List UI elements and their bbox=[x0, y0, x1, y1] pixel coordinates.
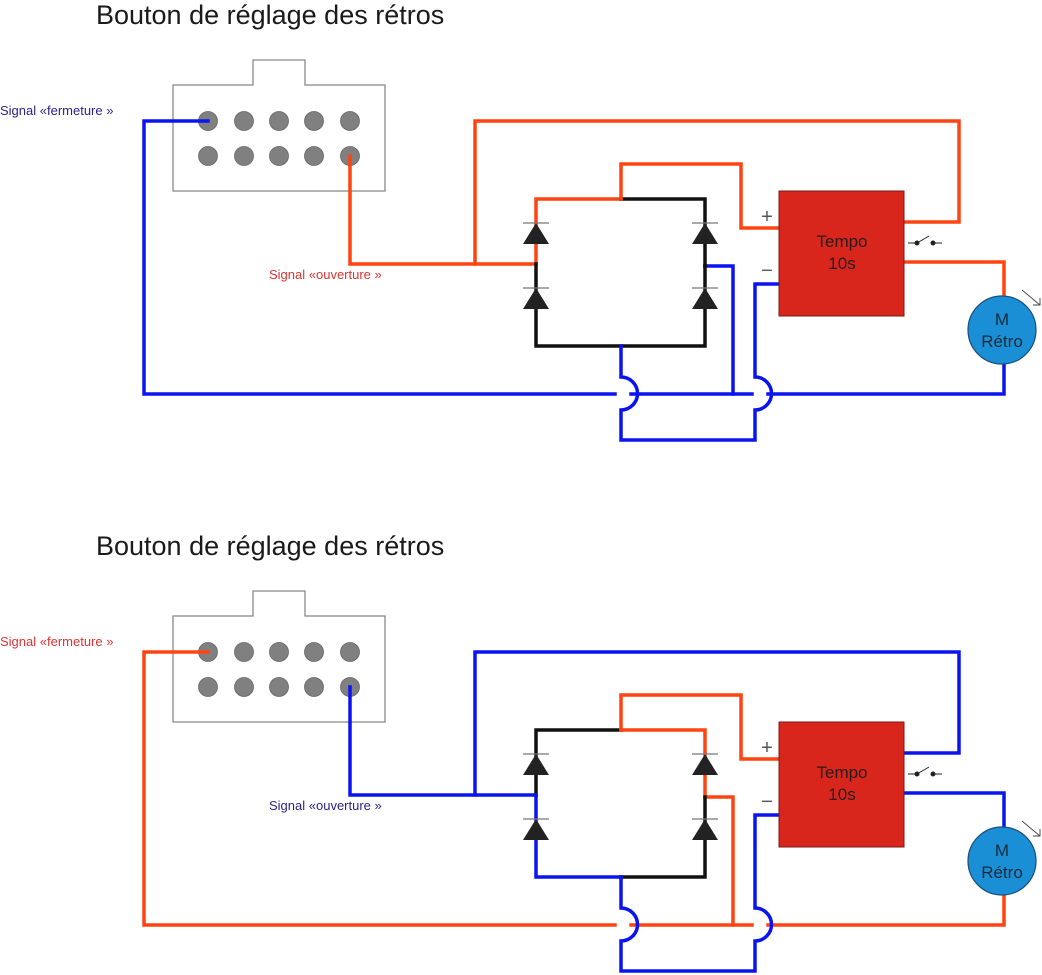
connector-pin bbox=[340, 642, 360, 662]
connector-pin bbox=[198, 677, 218, 697]
minus-sign: − bbox=[761, 791, 773, 813]
wire-bridge-to-tempo-minus bbox=[619, 813, 781, 973]
plus-sign: + bbox=[761, 737, 773, 759]
bridge-top-left bbox=[534, 197, 623, 266]
wire-bridge-to-tempo-plus bbox=[619, 693, 781, 761]
wire-fermeture bbox=[142, 119, 617, 396]
diode-icon bbox=[523, 222, 549, 244]
bridge-top-right bbox=[619, 197, 707, 268]
diagram-title: Bouton de réglage des rétros bbox=[96, 0, 444, 30]
diode-icon bbox=[692, 222, 718, 244]
bridge-bottom-right bbox=[619, 264, 707, 348]
wire-bridge-right-to-bottom bbox=[703, 795, 735, 927]
motor-label: M bbox=[995, 310, 1009, 329]
switch-icon bbox=[908, 766, 942, 777]
tempo-duration: 10s bbox=[828, 254, 855, 273]
connector-pin bbox=[234, 111, 254, 131]
connector-pin bbox=[269, 146, 289, 166]
tempo-label: Tempo bbox=[816, 232, 867, 251]
connector-pin bbox=[234, 677, 254, 697]
motor-circle bbox=[967, 295, 1037, 365]
motor-label: M bbox=[995, 841, 1009, 860]
connector-pin bbox=[234, 642, 254, 662]
diode-icon bbox=[523, 287, 549, 309]
signal-fermeture-label: Signal «fermeture » bbox=[0, 634, 113, 649]
wire-tempo-to-motor bbox=[904, 791, 1006, 831]
wire-bridge-to-tempo-minus bbox=[619, 282, 781, 442]
wire-ouverture-to-switch bbox=[473, 650, 961, 797]
connector-pin bbox=[234, 146, 254, 166]
rotation-arrow-icon bbox=[1021, 820, 1041, 837]
signal-fermeture-label: Signal «fermeture » bbox=[0, 103, 113, 118]
diode-icon bbox=[523, 818, 549, 840]
plus-sign: + bbox=[761, 206, 773, 228]
wire-bridge-right-to-bottom bbox=[703, 264, 735, 396]
bridge-bottom-right bbox=[619, 795, 707, 879]
tempo-block bbox=[778, 721, 905, 848]
diagram-title: Bouton de réglage des rétros bbox=[96, 531, 444, 561]
connector-pin bbox=[304, 677, 324, 697]
bridge-bottom-left bbox=[534, 262, 623, 348]
wire-tempo-to-motor bbox=[904, 260, 1006, 300]
bridge-bottom-left bbox=[534, 793, 623, 879]
tempo-duration: 10s bbox=[828, 785, 855, 804]
tempo-block bbox=[778, 190, 905, 317]
diode-icon bbox=[692, 753, 718, 775]
wire-ouverture-to-switch bbox=[473, 119, 961, 266]
connector-pin bbox=[304, 146, 324, 166]
wire-bridge-to-tempo-plus bbox=[619, 162, 781, 230]
rotation-arrow-icon bbox=[1021, 289, 1041, 306]
diode-icon bbox=[523, 753, 549, 775]
connector-pin bbox=[269, 642, 289, 662]
connector-pin bbox=[198, 146, 218, 166]
connector-pin bbox=[269, 111, 289, 131]
bridge-top-right bbox=[619, 728, 707, 799]
connector-pin bbox=[304, 111, 324, 131]
motor-circle bbox=[967, 826, 1037, 896]
connector-pin bbox=[340, 111, 360, 131]
connector-pin bbox=[269, 677, 289, 697]
motor-name: Rétro bbox=[981, 332, 1023, 351]
wire-fermeture-to-motor bbox=[766, 891, 1006, 927]
switch-icon bbox=[908, 235, 942, 246]
wire-fermeture bbox=[142, 650, 617, 927]
wire-fermeture-to-motor bbox=[766, 360, 1006, 396]
diode-icon bbox=[692, 818, 718, 840]
motor-name: Rétro bbox=[981, 863, 1023, 882]
connector-pin bbox=[304, 642, 324, 662]
diode-icon bbox=[692, 287, 718, 309]
signal-ouverture-label: Signal «ouverture » bbox=[269, 798, 382, 813]
signal-ouverture-label: Signal «ouverture » bbox=[269, 267, 382, 282]
bridge-top-left bbox=[534, 728, 623, 797]
minus-sign: − bbox=[761, 260, 773, 282]
tempo-label: Tempo bbox=[816, 763, 867, 782]
